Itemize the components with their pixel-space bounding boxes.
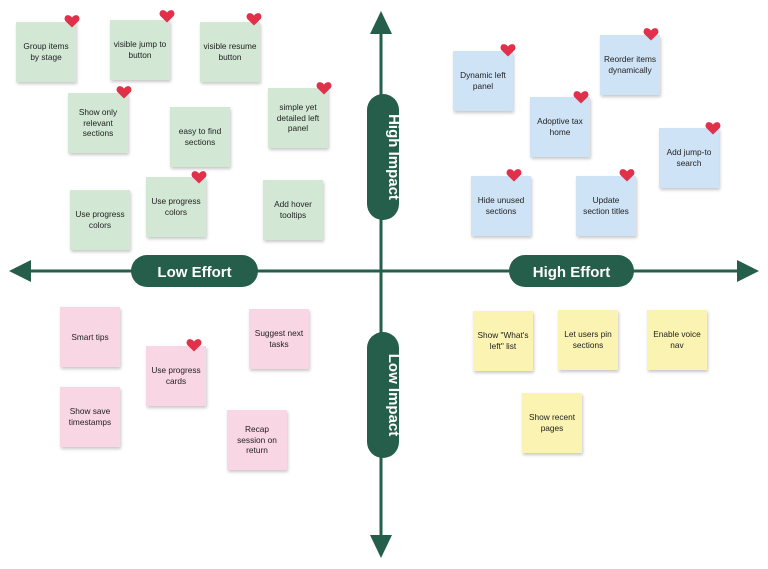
- sticky-note: Use progress colors: [146, 177, 206, 237]
- heart-icon: [186, 337, 202, 353]
- sticky-note-text: Use progress colors: [75, 209, 125, 230]
- sticky-note-text: Update section titles: [583, 195, 629, 216]
- heart-icon: [64, 13, 80, 29]
- sticky-note: Enable voice nav: [647, 310, 707, 370]
- sticky-note-text: Enable voice nav: [653, 329, 701, 350]
- sticky-note-text: easy to find sections: [178, 126, 222, 147]
- sticky-note-text: Show only relevant sections: [78, 106, 118, 139]
- sticky-note: Group items by stage: [16, 22, 76, 82]
- sticky-note: Show only relevant sections: [68, 93, 128, 153]
- sticky-note-text: Recap session on return: [237, 423, 277, 456]
- low-effort-label: Low Effort: [157, 264, 231, 281]
- sticky-note-text: Reorder items dynamically: [603, 54, 657, 75]
- sticky-note: Show save timestamps: [60, 387, 120, 447]
- sticky-note-text: Adoptive tax home: [537, 116, 583, 137]
- sticky-note-text: Let users pin sections: [564, 329, 612, 350]
- sticky-note-text: Show "What's left" list: [477, 330, 529, 351]
- sticky-note: easy to find sections: [170, 107, 230, 167]
- heart-icon: [191, 169, 207, 185]
- x-axis-left-arrowhead: [9, 260, 31, 282]
- sticky-note-text: Suggest next tasks: [254, 328, 304, 349]
- heart-icon: [316, 80, 332, 96]
- heart-icon: [705, 120, 721, 136]
- sticky-note-text: visible resume button: [203, 41, 257, 62]
- low-impact-pill: [367, 332, 399, 458]
- sticky-note: Show recent pages: [522, 393, 582, 453]
- sticky-note-text: Use progress colors: [151, 196, 201, 217]
- high-effort-pill: [509, 255, 634, 287]
- sticky-note: Add hover tooltips: [263, 180, 323, 240]
- sticky-note: Use progress cards: [146, 346, 206, 406]
- heart-icon: [643, 26, 659, 42]
- heart-icon: [246, 11, 262, 27]
- sticky-note: Add jump-to search: [659, 128, 719, 188]
- y-axis-bottom-arrowhead: [370, 535, 392, 558]
- high-impact-pill: [367, 94, 399, 220]
- sticky-note: visible resume button: [200, 22, 260, 82]
- sticky-note-text: Show recent pages: [528, 412, 576, 433]
- heart-icon: [500, 42, 516, 58]
- heart-icon: [506, 167, 522, 183]
- y-axis-top-arrowhead: [370, 11, 392, 34]
- sticky-note: Suggest next tasks: [249, 309, 309, 369]
- heart-icon: [159, 8, 175, 24]
- sticky-note-text: Group items by stage: [23, 41, 69, 62]
- sticky-note: visible jump to button: [110, 20, 170, 80]
- heart-icon: [116, 84, 132, 100]
- sticky-note: Dynamic left panel: [453, 51, 513, 111]
- sticky-note-text: Add hover tooltips: [274, 199, 312, 220]
- sticky-note-text: Dynamic left panel: [460, 70, 506, 91]
- sticky-note: simple yet detailed left panel: [268, 88, 328, 148]
- sticky-note: Adoptive tax home: [530, 97, 590, 157]
- sticky-note: Recap session on return: [227, 410, 287, 470]
- high-impact-label: High Impact: [385, 114, 402, 200]
- low-impact-label: Low Impact: [385, 354, 402, 437]
- heart-icon: [573, 89, 589, 105]
- sticky-note-text: Use progress cards: [151, 365, 201, 386]
- sticky-note: Show "What's left" list: [473, 311, 533, 371]
- x-axis-right-arrowhead: [737, 260, 759, 282]
- sticky-note: Hide unused sections: [471, 176, 531, 236]
- sticky-note: Smart tips: [60, 307, 120, 367]
- low-effort-pill: [131, 255, 258, 287]
- high-effort-label: High Effort: [533, 264, 610, 281]
- heart-icon: [619, 167, 635, 183]
- sticky-note-text: Show save timestamps: [68, 406, 112, 427]
- sticky-note: Update section titles: [576, 176, 636, 236]
- sticky-note-text: simple yet detailed left panel: [276, 101, 320, 134]
- sticky-note-text: Hide unused sections: [477, 195, 525, 216]
- sticky-note-text: visible jump to button: [113, 39, 167, 60]
- sticky-note-text: Smart tips: [71, 331, 109, 342]
- sticky-note: Reorder items dynamically: [600, 35, 660, 95]
- sticky-note: Use progress colors: [70, 190, 130, 250]
- sticky-note: Let users pin sections: [558, 310, 618, 370]
- sticky-note-text: Add jump-to search: [666, 147, 712, 168]
